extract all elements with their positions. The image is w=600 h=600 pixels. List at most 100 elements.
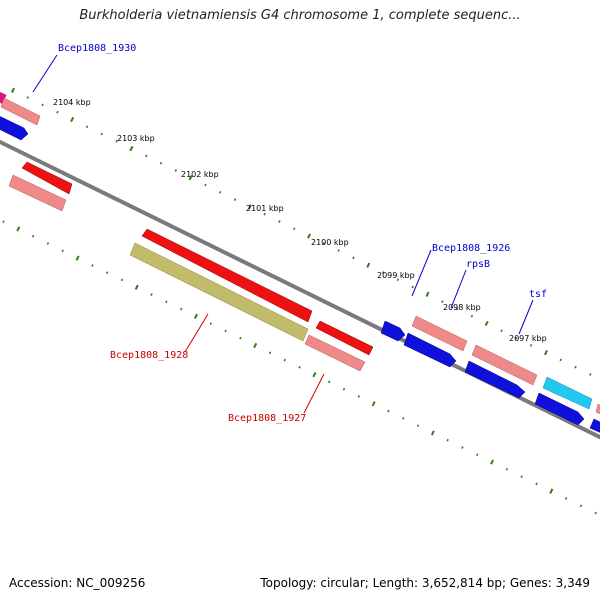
- tick-mark: [337, 249, 340, 252]
- tick-mark: [484, 320, 489, 327]
- tick-mark: [312, 372, 317, 378]
- tick-mark: [515, 336, 518, 340]
- tick-mark: [253, 342, 258, 349]
- tick-mark: [446, 438, 449, 442]
- tick-label-2103: 2103 kbp: [117, 134, 155, 143]
- tick-mark: [366, 262, 371, 268]
- tick-mark: [381, 271, 385, 274]
- tick-label-2101: 2101 kbp: [246, 204, 284, 213]
- gene-blue-edge[interactable]: [589, 418, 600, 437]
- tick-mark: [247, 204, 252, 210]
- tick-label-2102: 2102 kbp: [181, 170, 219, 179]
- tick-mark: [455, 307, 459, 311]
- map-title: Burkholderia vietnamiensis G4 chromosome…: [79, 8, 521, 23]
- tick-mark: [85, 125, 89, 129]
- tick-mark: [283, 358, 287, 362]
- tick-mark: [159, 161, 163, 165]
- tick-mark: [470, 314, 474, 318]
- tick-mark: [357, 395, 361, 398]
- tick-mark: [263, 212, 266, 216]
- tick-mark: [150, 293, 153, 296]
- tick-mark: [307, 233, 311, 239]
- label-bcep1930[interactable]: Bcep1808_1930: [58, 43, 136, 54]
- leader-rpsB: [450, 269, 467, 309]
- tick-mark: [204, 183, 207, 187]
- chromosome-backbone: [0, 139, 600, 440]
- tick-label-2104: 2104 kbp: [53, 98, 91, 107]
- gene-pink-1927[interactable]: [304, 334, 366, 372]
- tick-mark: [461, 446, 464, 449]
- tick-mark: [26, 96, 29, 99]
- tick-mark: [352, 256, 355, 260]
- tick-mark: [505, 468, 509, 471]
- tick-mark: [91, 264, 94, 267]
- tick-mark: [529, 343, 533, 347]
- gene-blue-tsf[interactable]: [464, 360, 526, 399]
- label-bcep1926[interactable]: Bcep1808_1926: [432, 243, 510, 254]
- gene-blue-far-right[interactable]: [534, 392, 585, 426]
- gene-pink-left[interactable]: [8, 174, 67, 212]
- tick-mark: [188, 175, 193, 181]
- label-bcep1928[interactable]: Bcep1808_1928: [110, 350, 188, 361]
- tick-mark: [70, 116, 75, 123]
- tick-mark: [134, 284, 139, 290]
- tick-mark: [75, 255, 80, 261]
- gene-cyan[interactable]: [542, 376, 593, 410]
- leader-bcep1926: [411, 249, 432, 297]
- tick-label-2099: 2099 kbp: [377, 271, 415, 280]
- tick-mark: [327, 380, 331, 384]
- gene-blue-rpsB[interactable]: [403, 332, 457, 368]
- gene-blue-small[interactable]: [380, 320, 406, 342]
- tick-mark: [298, 366, 301, 369]
- tick-mark: [179, 307, 183, 311]
- tick-mark: [535, 482, 538, 486]
- tick-mark: [490, 459, 494, 465]
- tick-mark: [268, 351, 272, 355]
- tick-mark: [165, 300, 168, 304]
- tick-mark: [2, 220, 5, 223]
- label-bcep1927[interactable]: Bcep1808_1927: [228, 413, 306, 424]
- tick-label-2100: 2100 kbp: [311, 238, 349, 247]
- gene-blue-left[interactable]: [0, 114, 29, 141]
- tick-mark: [430, 430, 435, 436]
- gene-red-left[interactable]: [21, 161, 73, 195]
- tick-mark: [371, 401, 376, 407]
- tick-mark: [233, 198, 237, 201]
- tick-mark: [278, 220, 281, 223]
- tick-mark: [520, 475, 523, 478]
- leader-bcep1930: [32, 54, 58, 93]
- tick-mark: [209, 322, 213, 325]
- tick-mark: [589, 373, 592, 376]
- gene-red-right[interactable]: [315, 320, 374, 356]
- tick-mark: [129, 146, 134, 152]
- tick-mark: [16, 226, 21, 232]
- leader-bcep1928: [184, 313, 209, 353]
- gene-pink-1926[interactable]: [411, 315, 468, 352]
- tick-mark: [56, 110, 59, 114]
- gene-pink-edge[interactable]: [595, 403, 600, 418]
- gene-olive-1928[interactable]: [129, 242, 309, 342]
- tick-mark: [574, 365, 577, 369]
- leader-bcep1927: [303, 373, 325, 414]
- tick-mark: [402, 417, 405, 420]
- gene-pink-1930[interactable]: [0, 97, 41, 126]
- tick-rows: [2, 87, 597, 515]
- tick-mark: [46, 242, 50, 245]
- gene-pink-right[interactable]: [471, 344, 538, 386]
- tick-mark: [218, 190, 222, 194]
- tick-mark: [441, 300, 444, 303]
- tick-mark: [549, 488, 554, 494]
- tick-mark: [11, 87, 15, 93]
- label-rpsB[interactable]: rpsB: [466, 259, 490, 270]
- tick-label-2097: 2097 kbp: [509, 334, 547, 343]
- tick-mark: [416, 424, 420, 427]
- tick-mark: [144, 154, 148, 158]
- label-tsf[interactable]: tsf: [529, 289, 547, 300]
- tick-mark: [559, 358, 562, 362]
- tick-mark: [564, 497, 568, 500]
- gene-red-middle[interactable]: [141, 228, 313, 323]
- tick-mark: [224, 329, 227, 333]
- tick-mark: [115, 139, 118, 143]
- tick-label-2098: 2098 kbp: [443, 303, 481, 312]
